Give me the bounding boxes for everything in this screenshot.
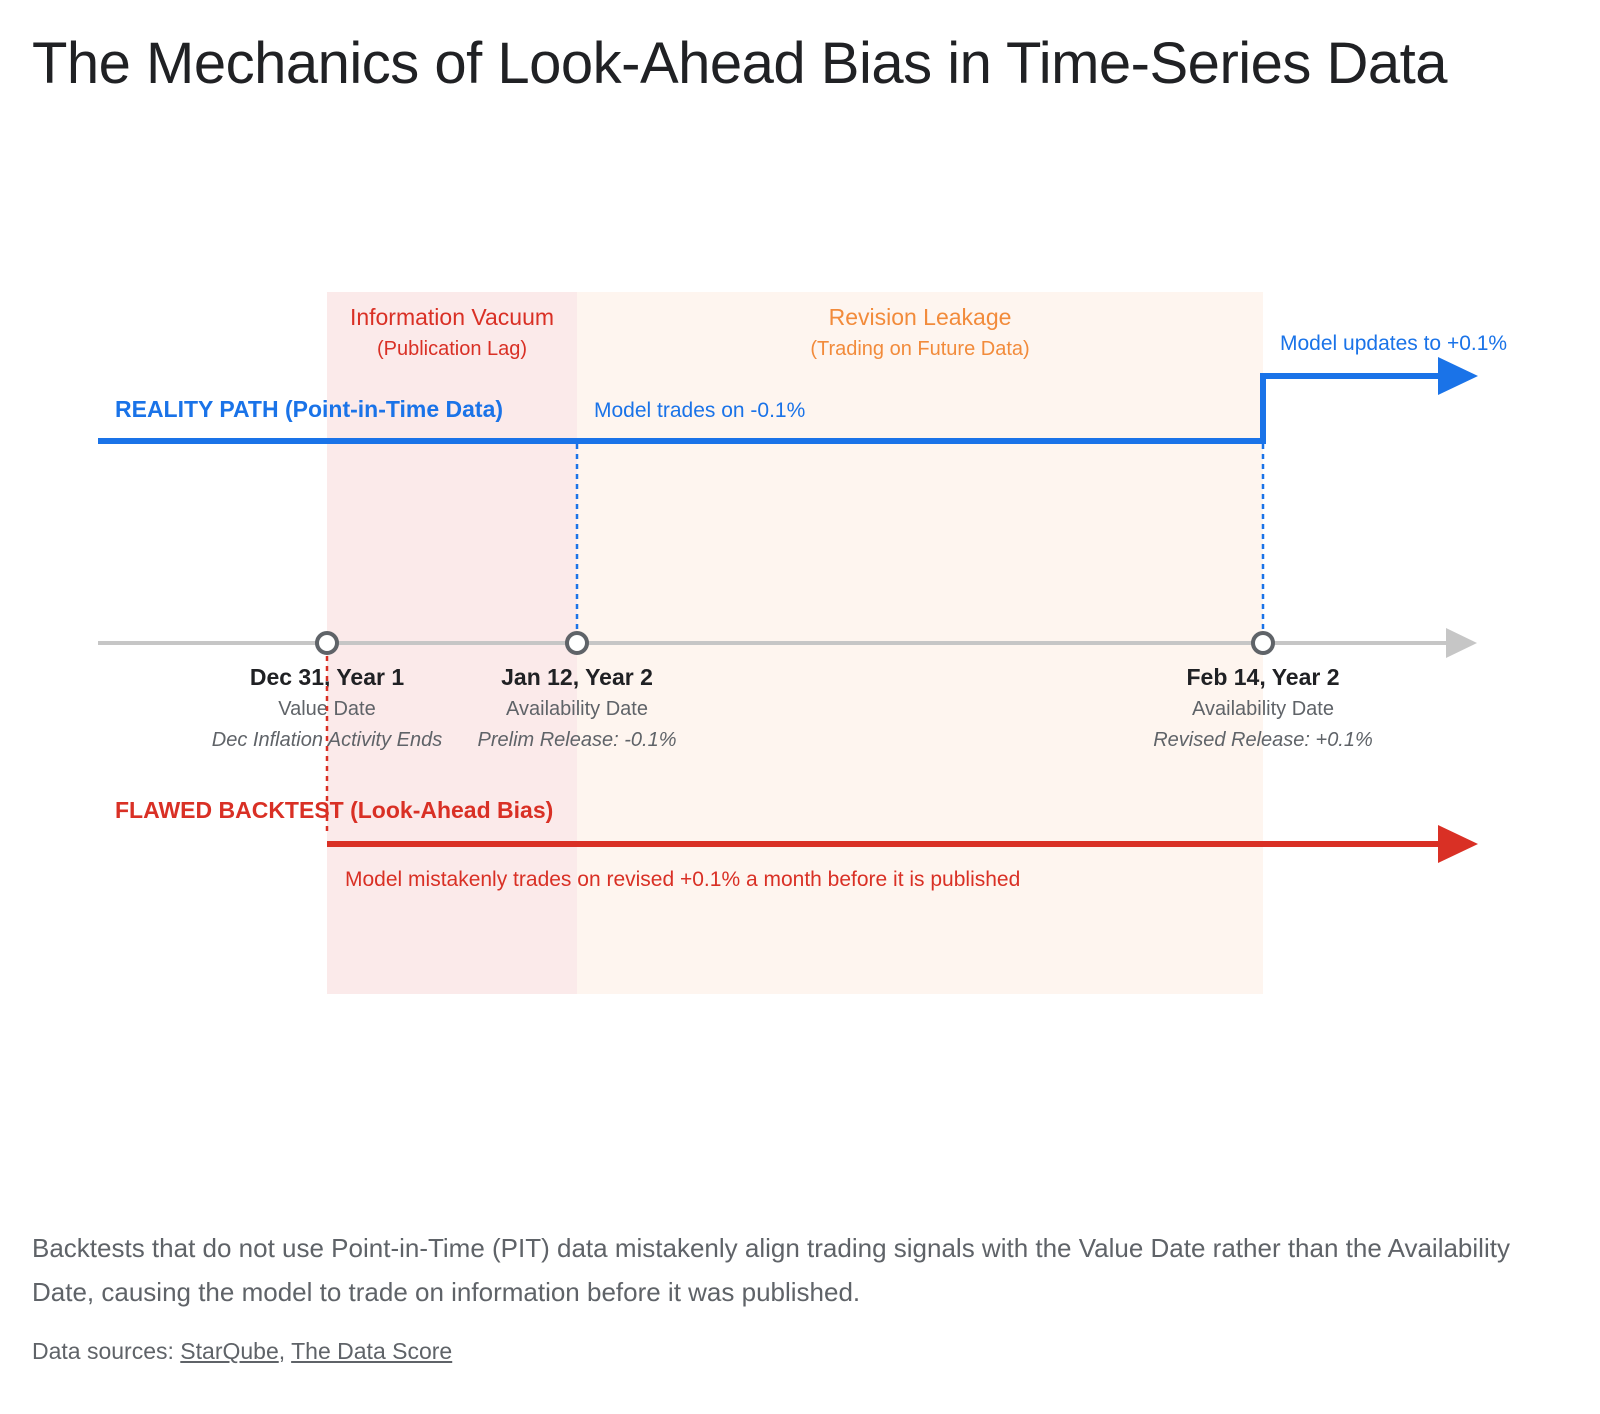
milestone-kind: Availability Date (506, 698, 648, 720)
revision-leakage-subtitle: (Trading on Future Data) (810, 338, 1029, 360)
information-vacuum-subtitle: (Publication Lag) (377, 338, 527, 360)
flawed-backtest-arrowhead (1438, 825, 1478, 863)
reality-update-note: Model updates to +0.1% (1280, 332, 1507, 355)
flawed-backtest-label: FLAWED BACKTEST (Look-Ahead Bias) (115, 797, 553, 823)
revision-leakage-title: Revision Leakage (829, 304, 1012, 330)
reality-trade-note: Model trades on -0.1% (594, 399, 805, 422)
source-link-starqube[interactable]: StarQube (180, 1338, 279, 1364)
value-date-marker (315, 631, 339, 655)
milestone-detail: Prelim Release: -0.1% (478, 729, 677, 751)
information-vacuum-title: Information Vacuum (350, 304, 554, 330)
timeline-axis-arrowhead (1446, 628, 1477, 658)
prelim-availability-marker (565, 631, 589, 655)
sources-prefix: Data sources: (32, 1338, 181, 1364)
reality-path-label: REALITY PATH (Point-in-Time Data) (115, 396, 503, 422)
milestone-date: Jan 12, Year 2 (501, 664, 653, 690)
data-sources: Data sources: StarQube, The Data Score (32, 1338, 452, 1365)
page-title: The Mechanics of Look-Ahead Bias in Time… (32, 31, 1448, 96)
source-link-the-data-score[interactable]: The Data Score (291, 1338, 453, 1364)
caption: Backtests that do not use Point-in-Time … (32, 1233, 1510, 1307)
revised-availability-marker (1251, 631, 1275, 655)
reality-path-arrowhead (1438, 357, 1478, 395)
milestone-detail: Revised Release: +0.1% (1153, 729, 1373, 751)
flawed-backtest-note: Model mistakenly trades on revised +0.1%… (345, 868, 1020, 891)
reality-path-line (98, 373, 1440, 444)
sources-separator: , (278, 1338, 292, 1364)
milestone-date: Feb 14, Year 2 (1186, 664, 1339, 690)
milestone-kind: Availability Date (1192, 698, 1334, 720)
